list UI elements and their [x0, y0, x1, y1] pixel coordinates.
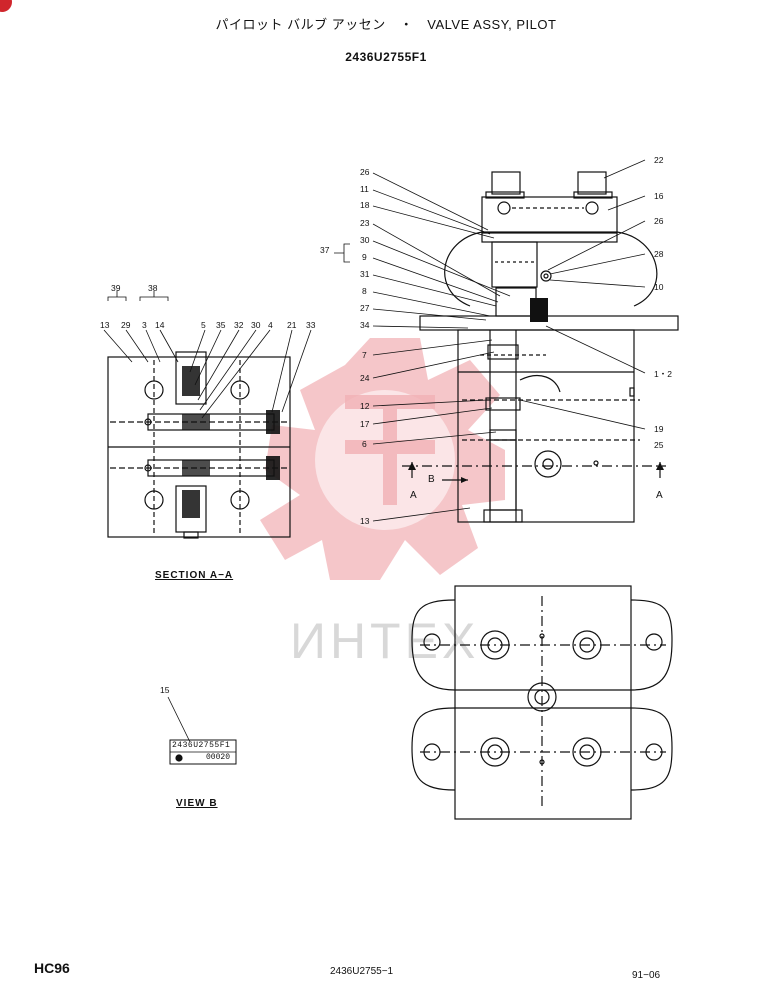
callout-37: 37 — [320, 245, 330, 255]
callout-25: 25 — [654, 440, 664, 450]
view-marker-b: B — [428, 474, 435, 485]
callout-19: 19 — [654, 424, 664, 434]
callout-29: 29 — [121, 320, 131, 330]
section-marker-a-left: A — [410, 490, 417, 501]
callout-3: 3 — [142, 320, 147, 330]
nameplate-line1: 2436U2755F1 — [172, 741, 231, 750]
view-b — [411, 585, 673, 820]
callout-38: 38 — [148, 283, 158, 293]
watermark-text: ИНТЕХ — [290, 613, 480, 669]
drawing-number: 2436U2755−1 — [330, 966, 394, 977]
callout-26-top: 26 — [360, 167, 370, 177]
callout-31: 31 — [360, 269, 370, 279]
callout-15: 15 — [160, 685, 170, 695]
callout-10: 10 — [654, 282, 664, 292]
callout-35: 35 — [216, 320, 226, 330]
callout-9: 9 — [362, 252, 367, 262]
title-english: VALVE ASSY, PILOT — [427, 17, 557, 32]
callout-33: 33 — [306, 320, 316, 330]
title-japanese: パイロット バルブ アッセン — [215, 17, 386, 32]
nameplate-line2: 00020 — [206, 753, 231, 762]
model-code: HC96 — [34, 960, 70, 976]
callout-30: 30 — [360, 235, 370, 245]
corner-badge — [0, 0, 12, 12]
callout-8: 8 — [362, 286, 367, 296]
callout-17: 17 — [360, 419, 370, 429]
callout-14: 14 — [155, 320, 165, 330]
callout-13-section: 13 — [100, 320, 110, 330]
callout-18: 18 — [360, 200, 370, 210]
view-caption: VIEW B — [176, 798, 218, 809]
page-title: パイロット バルブ アッセン・ VALVE ASSY, PILOT — [0, 14, 772, 33]
nameplate — [167, 696, 237, 765]
callout-1-2: 1・2 — [654, 369, 672, 379]
section-caption: SECTION A−A — [155, 570, 234, 581]
leader-lines-right — [334, 159, 646, 522]
side-elevation — [402, 171, 679, 523]
callout-27: 27 — [360, 303, 370, 313]
callout-12: 12 — [360, 401, 370, 411]
callout-4: 4 — [268, 320, 273, 330]
section-marker-a-right: A — [656, 490, 663, 501]
callout-11: 11 — [360, 184, 369, 194]
part-number: 2436U2755F1 — [345, 50, 427, 64]
callout-39: 39 — [111, 283, 121, 293]
callout-7: 7 — [362, 350, 367, 360]
callout-5: 5 — [201, 320, 206, 330]
callout-6: 6 — [362, 439, 367, 449]
section-a-a — [107, 351, 291, 539]
title-separator: ・ — [399, 17, 414, 32]
callout-24: 24 — [360, 373, 370, 383]
leader-lines-left — [103, 291, 312, 419]
callout-34: 34 — [360, 320, 370, 330]
callout-21: 21 — [287, 320, 297, 330]
callout-26-right: 26 — [654, 216, 664, 226]
callout-16: 16 — [654, 191, 664, 201]
callout-22: 22 — [654, 155, 664, 165]
callout-30-section: 30 — [251, 320, 261, 330]
callout-23: 23 — [360, 218, 370, 228]
page-number: 91−06 — [632, 970, 661, 981]
callout-32: 32 — [234, 320, 244, 330]
callout-28: 28 — [654, 249, 664, 259]
callout-13-elevation: 13 — [360, 516, 370, 526]
